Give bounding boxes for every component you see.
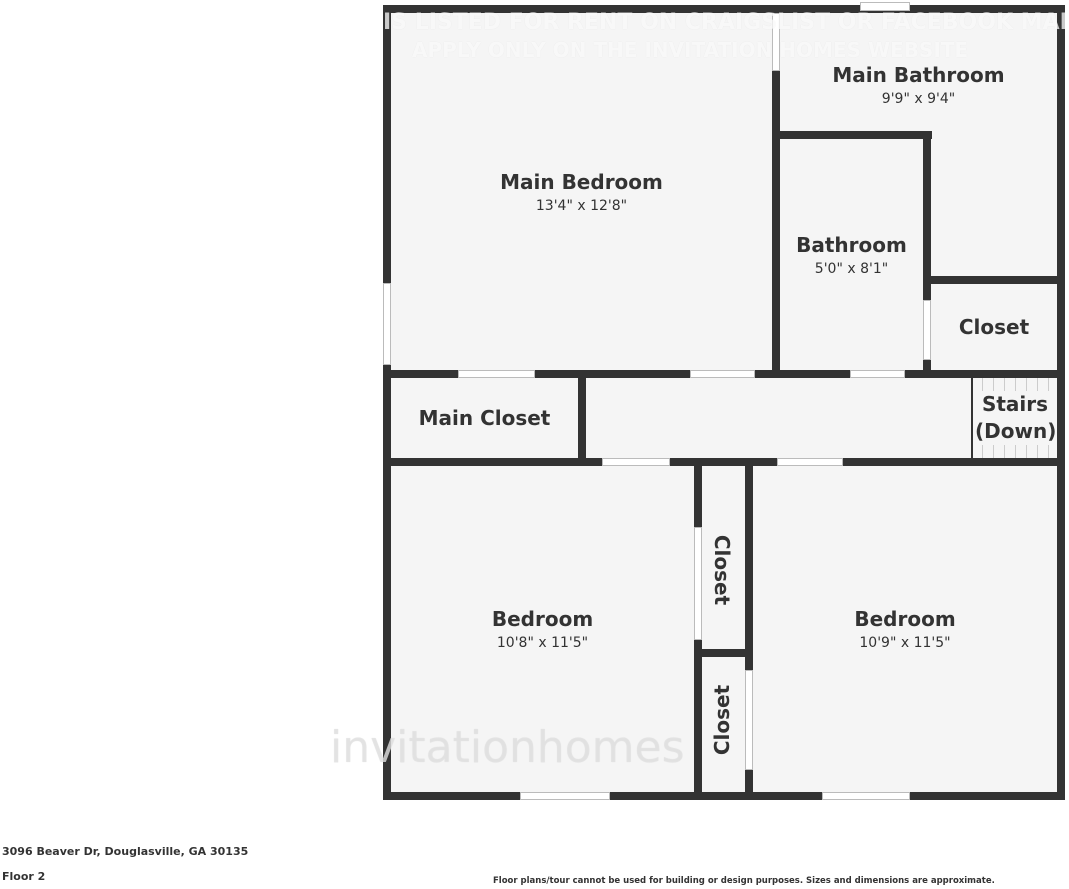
- room-name: Closet: [958, 315, 1030, 339]
- window: [383, 283, 391, 365]
- room-main-bathroom: Main Bathroom 9'9" x 9'4": [780, 55, 1057, 115]
- room-bedroom: Bedroom 10'8" x 11'5": [391, 466, 694, 792]
- wall: [383, 792, 1065, 800]
- room-name: Closet: [710, 534, 734, 606]
- watermark-logo: invitationhomes: [330, 722, 685, 773]
- room-bathroom: Bathroom 5'0" x 8'1": [780, 139, 923, 370]
- wall: [383, 5, 1065, 13]
- door: [745, 670, 753, 770]
- wall: [772, 131, 932, 139]
- room-name: Stairs (Down): [975, 391, 1057, 445]
- window: [520, 792, 610, 800]
- room-name: Main Closet: [418, 406, 551, 430]
- wall: [383, 5, 391, 800]
- room-name: Main Bathroom: [832, 63, 1005, 87]
- room-dims: 10'8" x 11'5": [496, 635, 589, 651]
- window: [822, 792, 910, 800]
- room-dims: 10'9" x 11'5": [859, 635, 951, 651]
- room-dims: 5'0" x 8'1": [814, 260, 889, 277]
- door: [690, 370, 755, 378]
- room-dims: 13'4" x 12'8": [535, 197, 628, 214]
- room-name: Bathroom: [796, 232, 907, 257]
- room-name: Closet: [710, 684, 734, 756]
- room-name: Main Bedroom: [500, 169, 663, 194]
- room-name: Bedroom: [854, 607, 956, 631]
- wall: [971, 378, 973, 458]
- wall: [578, 370, 586, 462]
- room-name: Bedroom: [491, 607, 594, 631]
- room-main-bedroom: Main Bedroom 13'4" x 12'8": [391, 13, 772, 370]
- door: [850, 370, 905, 378]
- floor-plan: [383, 5, 1065, 800]
- door: [458, 370, 535, 378]
- wall: [923, 276, 1065, 284]
- address: 3096 Beaver Dr, Douglasville, GA 30135: [2, 845, 249, 858]
- disclaimer: Floor plans/tour cannot be used for buil…: [493, 876, 995, 886]
- wall: [694, 649, 753, 657]
- door: [694, 527, 702, 640]
- room-main-closet: Main Closet: [391, 378, 578, 458]
- door: [602, 458, 670, 466]
- door: [777, 458, 843, 466]
- floor-label: Floor 2: [2, 870, 46, 883]
- wall: [772, 5, 780, 378]
- wall: [1057, 5, 1065, 800]
- room-bedroom: Bedroom 10'9" x 11'5": [753, 466, 1057, 792]
- room-dims: 9'9" x 9'4": [881, 91, 956, 107]
- wall: [383, 458, 1065, 466]
- window: [860, 2, 910, 11]
- wall: [923, 131, 931, 378]
- room-stairs: Stairs (Down): [973, 378, 1057, 458]
- door: [772, 13, 780, 71]
- room-closet: Closet: [931, 284, 1057, 370]
- watermark-line1: IS LISTED FOR RENT ON CRAIGSLIST OR FACE…: [383, 10, 1065, 35]
- door: [923, 300, 931, 360]
- watermark-line2: APPLY ONLY ON THE INVITATION HOMES WEBSI…: [412, 38, 969, 62]
- wall: [745, 458, 753, 800]
